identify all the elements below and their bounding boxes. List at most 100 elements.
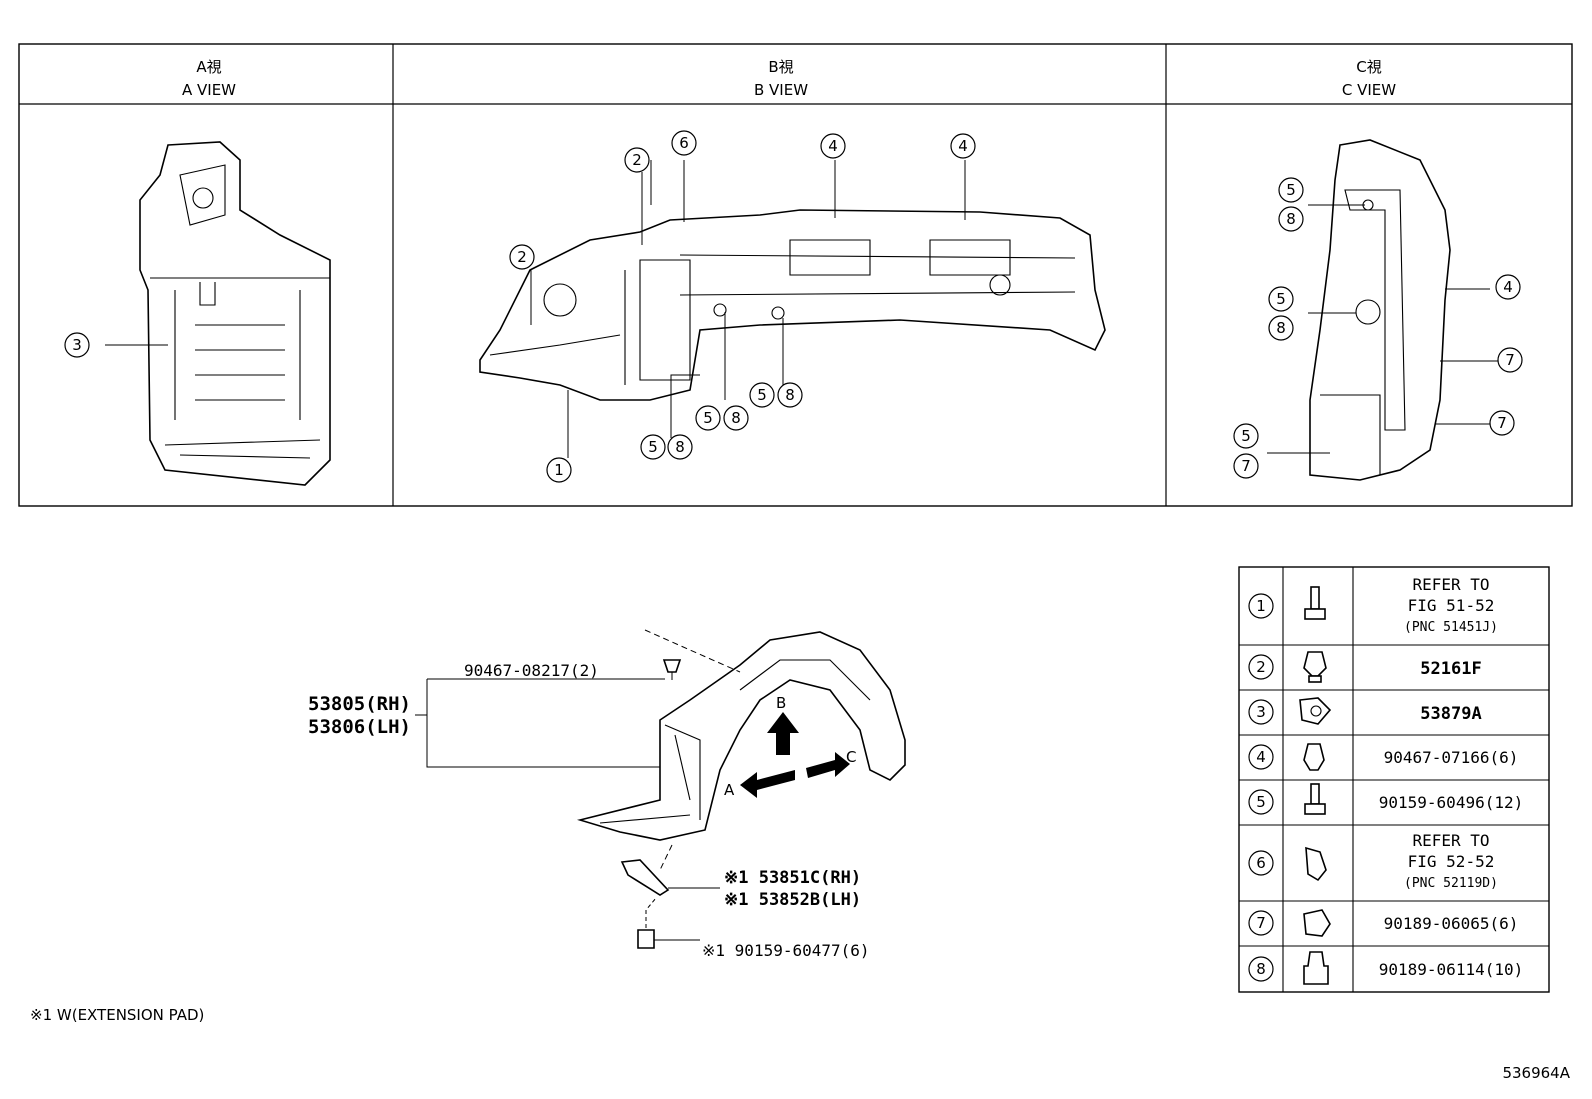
svg-text:2: 2	[517, 248, 527, 266]
arrow-a-label: A	[724, 781, 735, 799]
extension-pad	[620, 844, 720, 896]
legend-row-2-number: 2	[1248, 654, 1274, 680]
svg-text:4: 4	[828, 137, 838, 155]
view-c-drawing	[1309, 139, 1451, 481]
part-number-lh: 53806(LH)	[308, 716, 411, 738]
liner-leaders	[415, 678, 665, 768]
callout-b-8-b: 8	[723, 405, 749, 431]
legend-row-1-number: 1	[1248, 593, 1274, 619]
legend-row-4-number: 4	[1248, 744, 1274, 770]
pad-part-rh: ※1 53851C(RH)	[724, 868, 861, 888]
svg-text:3: 3	[1256, 703, 1266, 721]
svg-text:5: 5	[703, 409, 713, 427]
view-arrows: A B C	[724, 694, 856, 799]
legend-row-6-line-1: REFER TO	[1412, 831, 1489, 850]
callout-b-6: 6	[671, 130, 697, 156]
callout-c-7-bottom: 7	[1233, 453, 1259, 479]
callout-b-2-left: 2	[509, 244, 535, 270]
svg-text:5: 5	[757, 386, 767, 404]
legend-row-8-number: 8	[1248, 956, 1274, 982]
callout-c-7-low: 7	[1489, 410, 1515, 436]
retainer-clip-icon	[1299, 697, 1332, 725]
view-a-header: A視 A VIEW	[182, 58, 236, 99]
callout-c-8-mid: 8	[1268, 315, 1294, 341]
callout-b-1: 1	[546, 457, 572, 483]
callout-b-5-a: 5	[749, 382, 775, 408]
svg-text:8: 8	[1256, 960, 1266, 978]
legend-row-4-part: 90467-07166(6)	[1384, 748, 1519, 767]
svg-text:4: 4	[958, 137, 968, 155]
callout-b-4-right: 4	[950, 133, 976, 159]
svg-text:8: 8	[675, 438, 685, 456]
legend-row-2-part: 52161F	[1420, 659, 1481, 679]
fender-liner-drawing	[576, 631, 906, 841]
svg-text:5: 5	[648, 438, 658, 456]
arrow-c-label: C	[846, 748, 856, 766]
svg-text:8: 8	[785, 386, 795, 404]
legend-row-1-line-2: FIG 51-52	[1408, 596, 1495, 615]
view-b-header: B視 B VIEW	[754, 58, 808, 99]
svg-text:4: 4	[1503, 278, 1513, 296]
callout-a-3: 3	[64, 332, 90, 358]
callout-c-8-top: 8	[1278, 206, 1304, 232]
pad-part-lh: ※1 53852B(LH)	[724, 890, 861, 910]
legend-row-6-number: 6	[1248, 850, 1274, 876]
svg-text:3: 3	[72, 336, 82, 354]
legend-row-7-number: 7	[1248, 910, 1274, 936]
svg-text:8: 8	[1286, 210, 1296, 228]
svg-text:2: 2	[1256, 658, 1266, 676]
view-a-drawing	[139, 141, 331, 486]
legend-row-8-part: 90189-06114(10)	[1379, 960, 1524, 979]
push-clip-icon	[1303, 651, 1327, 683]
callouts: 3 2 2 6 4 4 5 8 5 8 5 8 1 5 8 5 8 4 7 7 …	[64, 130, 1523, 483]
bolt-icon	[1304, 586, 1326, 620]
callout-c-5-mid: 5	[1268, 286, 1294, 312]
callout-c-5-top: 5	[1278, 177, 1304, 203]
view-b-title-jp: B視	[768, 58, 793, 76]
svg-text:7: 7	[1497, 414, 1507, 432]
footnote: ※1 W(EXTENSION PAD)	[30, 1006, 204, 1024]
callout-b-5-c: 5	[640, 434, 666, 460]
callout-b-8-a: 8	[777, 382, 803, 408]
legend-text: REFER TO FIG 51-52 (PNC 51451J) 52161F 5…	[1379, 575, 1524, 979]
view-c-title-en: C VIEW	[1342, 81, 1396, 99]
callout-b-5-b: 5	[695, 405, 721, 431]
view-frame	[18, 43, 1573, 507]
grommet-icon	[1303, 909, 1331, 937]
arrow-b-label: B	[776, 694, 786, 712]
nut-icon	[1303, 951, 1329, 985]
svg-text:8: 8	[731, 409, 741, 427]
svg-text:7: 7	[1505, 351, 1515, 369]
svg-text:6: 6	[1256, 854, 1266, 872]
view-a-title-jp: A視	[196, 58, 221, 76]
legend-row-1-sub: (PNC 51451J)	[1404, 620, 1498, 635]
svg-text:5: 5	[1256, 793, 1266, 811]
svg-text:5: 5	[1276, 290, 1286, 308]
callout-b-8-c: 8	[667, 434, 693, 460]
view-c-leaders	[105, 204, 1500, 454]
callout-b-4-left: 4	[820, 133, 846, 159]
svg-text:1: 1	[554, 461, 564, 479]
liner-part-labels: 53805(RH) 53806(LH) 90467-08217(2) ※1 53…	[308, 661, 870, 960]
clip-icon	[1303, 743, 1325, 771]
screw-part-label: ※1 90159-60477(6)	[702, 941, 870, 960]
legend-row-1-line-1: REFER TO	[1412, 575, 1489, 594]
legend-row-7-part: 90189-06065(6)	[1384, 914, 1519, 933]
callout-c-5-bottom: 5	[1233, 423, 1259, 449]
legend-numbers: 1 2 3 4 5 6 7 8	[1248, 593, 1274, 982]
svg-text:7: 7	[1256, 914, 1266, 932]
screw-icon	[1304, 783, 1326, 815]
callout-c-7-mid: 7	[1497, 347, 1523, 373]
drawing-number: 536964A	[1502, 1064, 1570, 1082]
legend-row-6-sub: (PNC 52119D)	[1404, 876, 1498, 891]
legend-icons	[1299, 586, 1332, 985]
callout-c-4: 4	[1495, 274, 1521, 300]
callout-b-2-top: 2	[624, 147, 650, 173]
svg-text:1: 1	[1256, 597, 1266, 615]
legend-row-3-part: 53879A	[1420, 704, 1481, 724]
screw-90159-60477	[637, 897, 700, 949]
legend-row-5-part: 90159-60496(12)	[1379, 793, 1524, 812]
legend-table	[1238, 566, 1550, 993]
clip-icon	[1305, 846, 1327, 882]
